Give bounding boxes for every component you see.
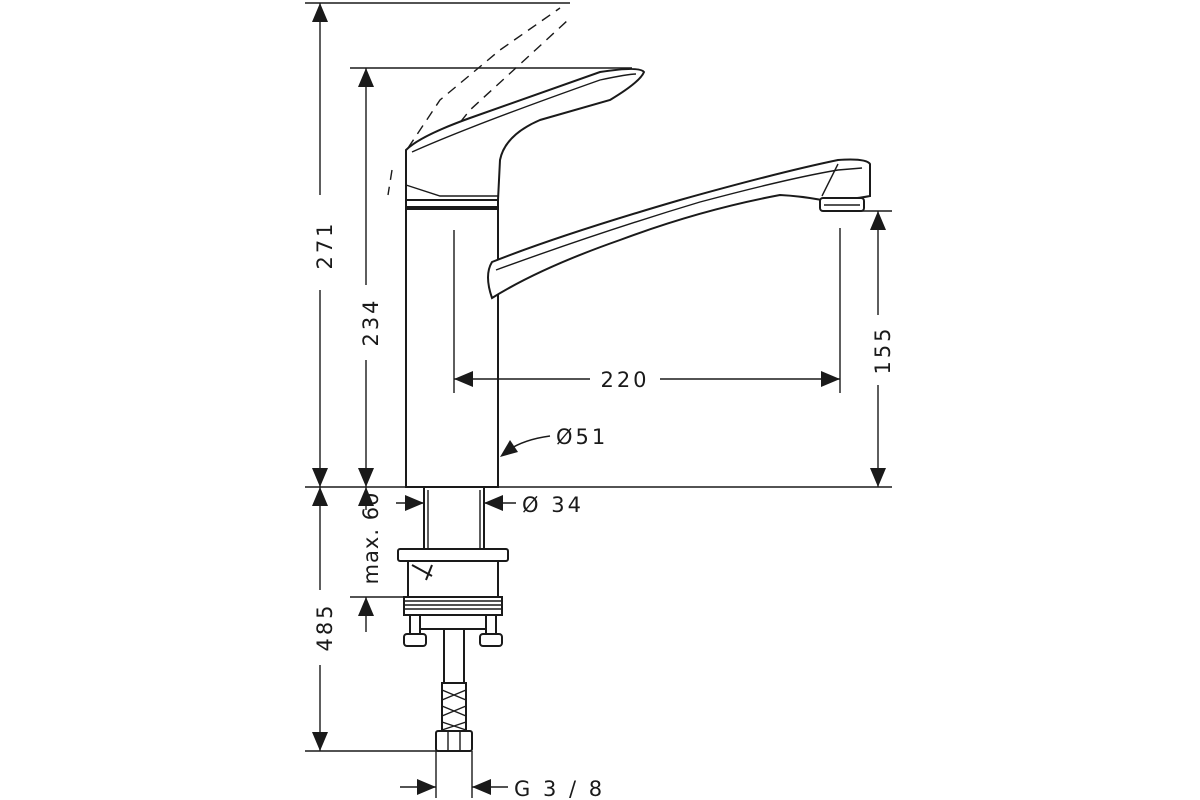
- dimension-label-220: 220: [600, 368, 649, 392]
- lever-handle: [405, 68, 646, 201]
- dimension-label-max-60: max. 60: [359, 492, 383, 585]
- mounting-nut: [403, 596, 503, 616]
- dimension-234: [358, 68, 374, 487]
- spout-upper-contour: [495, 167, 863, 271]
- mounting-shank: [423, 486, 485, 550]
- dimension-271: [312, 3, 328, 487]
- dimension-diameter-51: [500, 435, 551, 457]
- spout: [487, 158, 871, 300]
- dimension-label-485: 485: [313, 602, 337, 651]
- mounting-plate: [397, 548, 509, 562]
- clamp-bolt-right: [479, 614, 503, 647]
- lever-handle-inner-line: [411, 73, 637, 153]
- dimension-220: [453, 228, 841, 393]
- mounting-sleeve: [407, 560, 499, 598]
- dimension-g38: [400, 779, 508, 795]
- plate-lever-2: [425, 564, 433, 581]
- clamp-bar: [419, 614, 487, 630]
- dimension-max-60: [358, 487, 374, 632]
- dimension-label-234: 234: [359, 297, 383, 346]
- dimension-label-155: 155: [871, 325, 895, 374]
- dimension-diameter-34: [396, 495, 516, 511]
- spout-tip-facet: [821, 163, 839, 197]
- dimension-label-g38: G 3 / 8: [514, 777, 605, 800]
- hose-braided-section: [441, 682, 467, 732]
- dimension-485: [312, 487, 328, 751]
- dimension-155: [870, 211, 886, 487]
- nut-thread-marks: [404, 600, 502, 610]
- lever-base-line: [405, 184, 498, 197]
- dimension-label-diameter-51: Ø51: [556, 425, 608, 449]
- dimension-label-diameter-34: Ø 34: [522, 493, 584, 517]
- dimension-label-271: 271: [313, 220, 337, 269]
- hose-connector-nut: [435, 730, 473, 752]
- supply-hose: [443, 628, 465, 684]
- faucet-body: [405, 199, 499, 488]
